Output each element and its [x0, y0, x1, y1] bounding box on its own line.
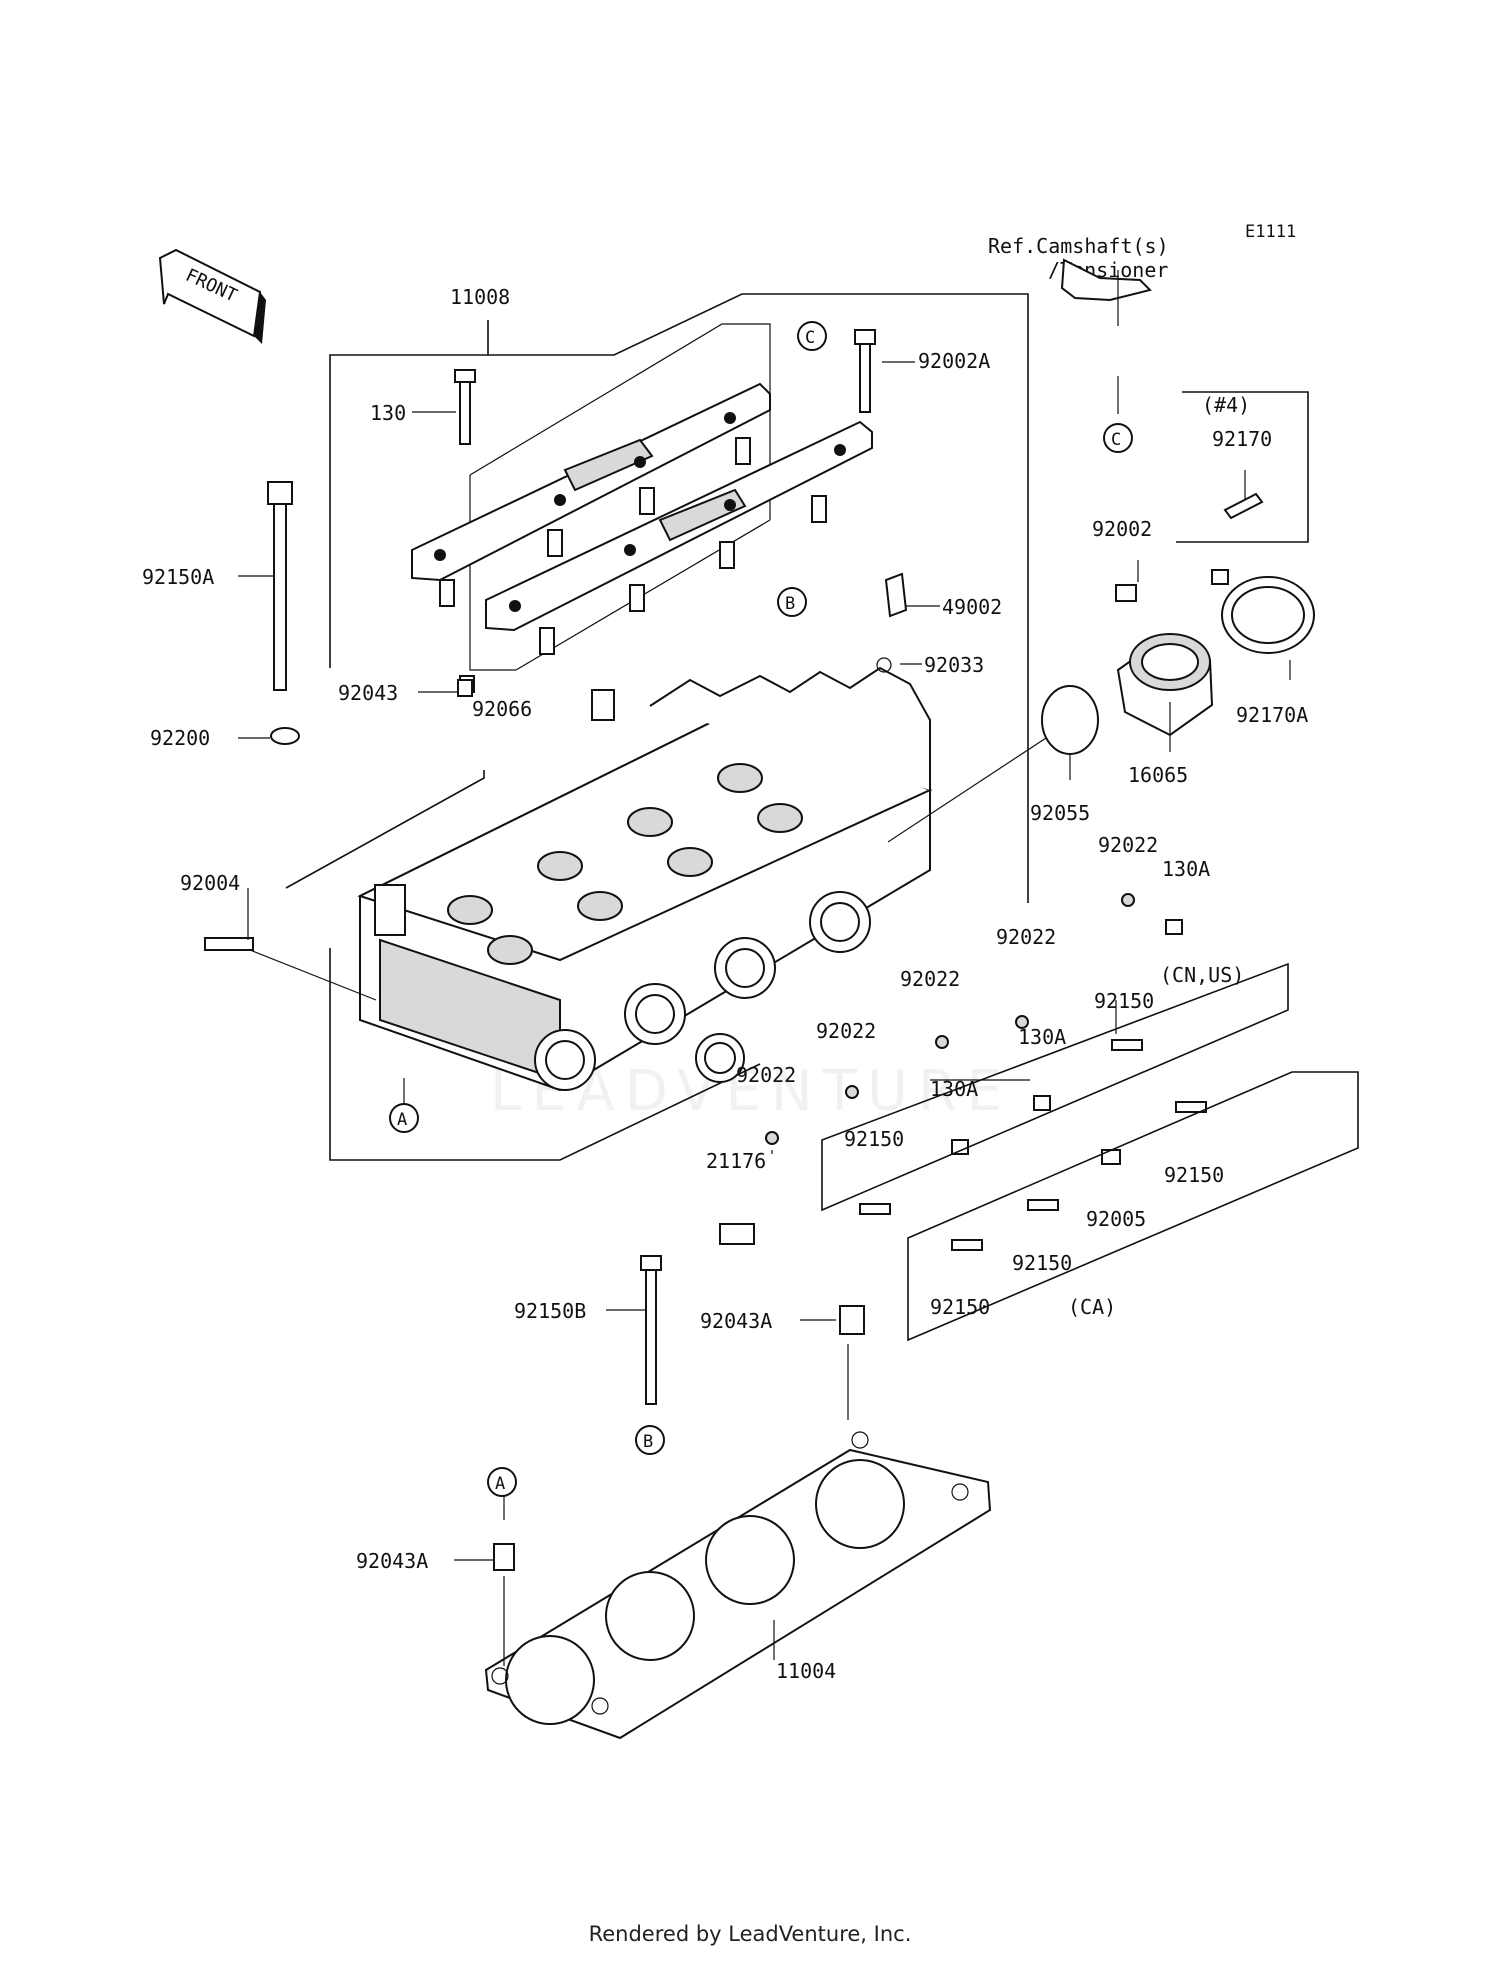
label-92150-a: 92150: [1094, 989, 1154, 1013]
label-92170a: 92170A: [1236, 703, 1308, 727]
label-92033: 92033: [924, 653, 984, 677]
label-92022-e: 92022: [736, 1063, 796, 1087]
label-92004: 92004: [180, 871, 240, 895]
front-arrow-icon: FRONT: [158, 248, 266, 344]
diagram-code: E1111: [1245, 222, 1296, 242]
ref-markers: C C B A B A: [389, 321, 1133, 1497]
throttle-body-holder: [1041, 258, 1315, 755]
label-92170: 92170: [1212, 427, 1272, 451]
cylinder-head: [357, 666, 933, 1092]
small-parts: [204, 329, 1207, 1571]
label-92150a: 92150A: [142, 565, 214, 589]
ref-b-head: B: [785, 594, 795, 614]
part-labels: 11008 92002A 130 92150A 92043 92066 9220…: [142, 285, 1308, 1683]
ref-note-line1: Ref.Camshaft(s): [988, 234, 1169, 258]
label-92022-b: 92022: [996, 925, 1056, 949]
group-label-cn-us: (CN,US): [1160, 963, 1244, 987]
label-92043a-a: 92043A: [700, 1309, 772, 1333]
label-11008: 11008: [450, 285, 510, 309]
ref-c-right: C: [1111, 430, 1121, 450]
label-92002: 92002: [1092, 517, 1152, 541]
label-130a-c: 130A: [930, 1077, 978, 1101]
ref-a-head: A: [397, 1110, 407, 1130]
label-92150b: 92150B: [514, 1299, 586, 1323]
label-92043: 92043: [338, 681, 398, 705]
label-92022-c: 92022: [900, 967, 960, 991]
label-130a-a: 130A: [1162, 857, 1210, 881]
label-16065: 16065: [1128, 763, 1188, 787]
cylinder-head-gasket: [484, 1431, 992, 1740]
footer-credit: Rendered by LeadVenture, Inc.: [588, 1922, 912, 1946]
label-92066: 92066: [472, 697, 532, 721]
label-11004: 11004: [776, 1659, 836, 1683]
label-92022-a: 92022: [1098, 833, 1158, 857]
camshaft-cap-assembly: [411, 323, 873, 671]
label-130: 130: [370, 401, 406, 425]
label-130a-b: 130A: [1018, 1025, 1066, 1049]
label-92055: 92055: [1030, 801, 1090, 825]
group-label-ca: (CA): [1068, 1295, 1116, 1319]
label-92200: 92200: [150, 726, 210, 750]
label-92150-e: 92150: [930, 1295, 990, 1319]
label-92150-c: 92150: [1164, 1163, 1224, 1187]
label-92002a: 92002A: [918, 349, 990, 373]
ref-b-gasket: B: [643, 1432, 653, 1452]
label-49002: 49002: [942, 595, 1002, 619]
group-box-n4: [1176, 391, 1309, 543]
label-92150-d: 92150: [1012, 1251, 1072, 1275]
group-box-cn-us: [821, 962, 1289, 1212]
label-21176: 21176: [706, 1149, 766, 1173]
group-box-ca: [907, 1071, 1359, 1342]
label-92043a-b: 92043A: [356, 1549, 428, 1573]
group-label-n4: (#4): [1202, 393, 1250, 417]
label-92005: 92005: [1086, 1207, 1146, 1231]
leader-lines: [238, 270, 1291, 1666]
label-92022-d: 92022: [816, 1019, 876, 1043]
ref-c-top: C: [805, 328, 815, 348]
ref-a-gasket: A: [495, 1474, 505, 1494]
label-92150-b: 92150: [844, 1127, 904, 1151]
head-group-outline: [329, 293, 1029, 903]
